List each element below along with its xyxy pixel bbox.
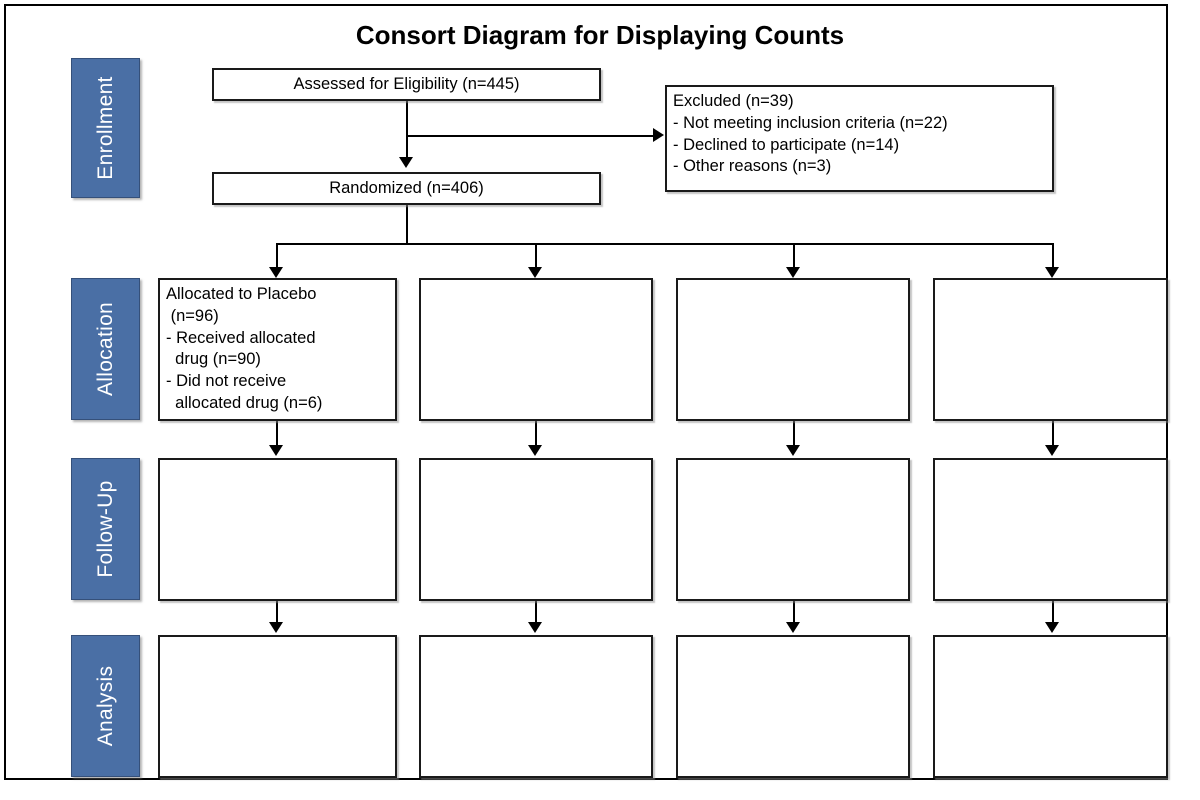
stage-band-analysis: Analysis	[71, 635, 140, 777]
connector-randomized-to-allocation-4-arrow	[1045, 267, 1059, 278]
connector-followup-4-to-analysis-4-arrow	[1045, 622, 1059, 633]
connector-allocation-2-to-followup-2-arrow	[528, 445, 542, 456]
connector-followup-2-to-analysis-2-arrow	[528, 622, 542, 633]
box-allocation-col1: Allocated to Placebo (n=96) - Received a…	[158, 278, 397, 421]
stage-label-analysis: Analysis	[93, 665, 117, 747]
connector-randomized-to-allocation-2-arrow	[528, 267, 542, 278]
box-randomized-text: Randomized (n=406)	[329, 178, 484, 197]
connector-followup-3-to-analysis-3-arrow	[786, 622, 800, 633]
figure-title: Consort Diagram for Displaying Counts	[355, 20, 845, 50]
connector-followup-3-to-analysis-3-line	[793, 600, 795, 623]
box-assessed-for-eligibility-text: Assessed for Eligibility (n=445)	[293, 74, 520, 93]
connector-allocation-4-to-followup-4-arrow	[1045, 445, 1059, 456]
connector-randomized-to-allocation-2-line	[535, 243, 537, 270]
connector-randomized-to-allocation-3-arrow	[786, 267, 800, 278]
connector-randomized-to-allocation-4-line	[1052, 243, 1054, 270]
connector-followup-2-to-analysis-2-line	[535, 600, 537, 623]
connector-followup-1-to-analysis-1-line	[276, 600, 278, 623]
box-analysis-col2	[419, 635, 653, 778]
stage-label-followup: Follow-Up	[93, 480, 117, 578]
box-allocation-col3	[676, 278, 910, 421]
box-analysis-col1	[158, 635, 397, 778]
connector-allocation-1-to-followup-1-arrow	[269, 445, 283, 456]
connector-assessed-to-randomized-line	[406, 100, 408, 158]
box-randomized: Randomized (n=406)	[212, 172, 601, 205]
connector-allocation-4-to-followup-4-line	[1052, 420, 1054, 446]
box-assessed-for-eligibility: Assessed for Eligibility (n=445)	[212, 68, 601, 101]
box-followup-col4	[933, 458, 1168, 601]
connector-randomized-to-allocation-1-arrow	[269, 267, 283, 278]
connector-randomized-to-allocation-1-line	[276, 243, 278, 270]
box-followup-col2	[419, 458, 653, 601]
connector-randomized-bus	[276, 243, 1052, 245]
connector-allocation-2-to-followup-2-line	[535, 420, 537, 446]
box-analysis-col3	[676, 635, 910, 778]
stage-band-enrollment: Enrollment	[71, 58, 140, 198]
connector-assessed-to-randomized-arrow	[399, 157, 413, 168]
connector-followup-1-to-analysis-1-arrow	[269, 622, 283, 633]
connector-assessed-to-excluded-arrow	[653, 128, 664, 142]
connector-allocation-3-to-followup-3-line	[793, 420, 795, 446]
box-followup-col1	[158, 458, 397, 601]
box-analysis-col4	[933, 635, 1168, 778]
box-excluded: Excluded (n=39) - Not meeting inclusion …	[665, 85, 1054, 192]
connector-assessed-to-excluded-line	[406, 135, 654, 137]
connector-allocation-3-to-followup-3-arrow	[786, 445, 800, 456]
box-allocation-col1-text: Allocated to Placebo (n=96) - Received a…	[166, 285, 323, 412]
stage-band-allocation: Allocation	[71, 278, 140, 420]
connector-allocation-1-to-followup-1-line	[276, 420, 278, 446]
box-allocation-col4	[933, 278, 1168, 421]
connector-followup-4-to-analysis-4-line	[1052, 600, 1054, 623]
box-followup-col3	[676, 458, 910, 601]
stage-label-enrollment: Enrollment	[93, 76, 117, 180]
stage-label-allocation: Allocation	[93, 301, 117, 397]
connector-randomized-stem	[406, 204, 408, 243]
stage-band-followup: Follow-Up	[71, 458, 140, 600]
connector-randomized-to-allocation-3-line	[793, 243, 795, 270]
box-excluded-text: Excluded (n=39) - Not meeting inclusion …	[673, 92, 948, 176]
box-allocation-col2	[419, 278, 653, 421]
